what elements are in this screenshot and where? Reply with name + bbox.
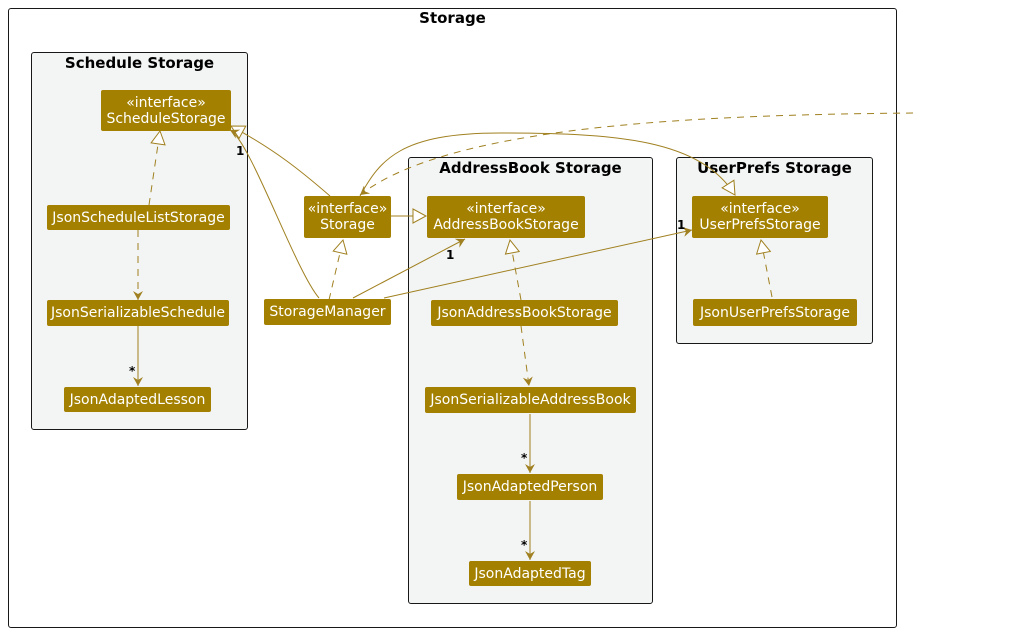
multiplicity-label: * — [521, 538, 528, 552]
class-name: JsonAdaptedPerson — [462, 479, 598, 495]
class-name: ScheduleStorage — [106, 110, 226, 127]
edge-storage-extends-user-prefs-storage — [359, 132, 736, 197]
class-name: JsonSerializableAddressBook — [430, 392, 631, 408]
storage-frame-title: Storage — [419, 9, 486, 27]
class-json-address-book-storage[interactable]: JsonAddressBookStorage — [431, 300, 618, 326]
class-name: UserPrefsStorage — [699, 217, 821, 233]
edge-logic-depends-storage — [359, 112, 914, 196]
user-prefs-storage-package-title: UserPrefs Storage — [697, 159, 852, 177]
class-name: JsonScheduleListStorage — [52, 209, 225, 226]
multiplicity-label: * — [521, 451, 528, 465]
edge-manager-to-schedule-storage — [229, 129, 320, 299]
edge-manager-to-user-prefs-storage — [383, 227, 693, 299]
edge-json-address-book-depends-serializable — [520, 325, 533, 387]
multiplicity-label: * — [129, 364, 136, 378]
class-name: StorageManager — [269, 304, 386, 320]
edge-json-user-prefs-implements-user-prefs-storage — [755, 238, 773, 298]
multiplicity-label: 1 — [446, 248, 455, 262]
class-json-schedule-list-storage[interactable]: JsonScheduleListStorage — [47, 205, 230, 230]
class-name: JsonAddressBookStorage — [437, 305, 612, 321]
multiplicity-label: 1 — [236, 144, 245, 158]
edge-manager-implements-storage — [328, 238, 348, 301]
edge-storage-extends-schedule-storage — [230, 125, 331, 197]
class-schedule-storage[interactable]: «interface» ScheduleStorage — [101, 90, 231, 131]
schedule-storage-package-title: Schedule Storage — [64, 54, 215, 72]
class-storage[interactable]: «interface» Storage — [304, 196, 391, 238]
class-json-adapted-tag[interactable]: JsonAdaptedTag — [469, 561, 591, 586]
edge-json-schedule-list-implements-schedule-storage — [148, 129, 166, 206]
edge-json-address-book-implements-address-book-storage — [504, 238, 522, 301]
address-book-storage-package-title: AddressBook Storage — [439, 159, 622, 177]
class-name: JsonAdaptedTag — [474, 565, 586, 582]
multiplicity-label: 1 — [677, 218, 686, 232]
class-stereotype: «interface» — [720, 201, 800, 217]
class-json-adapted-lesson[interactable]: JsonAdaptedLesson — [64, 387, 211, 412]
class-stereotype: «interface» — [307, 201, 388, 217]
class-name: Storage — [320, 217, 375, 233]
class-json-serializable-schedule[interactable]: JsonSerializableSchedule — [47, 300, 229, 326]
class-name: JsonSerializableSchedule — [50, 305, 225, 321]
class-json-serializable-address-book[interactable]: JsonSerializableAddressBook — [425, 387, 636, 413]
class-address-book-storage[interactable]: «interface» AddressBookStorage — [427, 196, 585, 238]
class-storage-manager[interactable]: StorageManager — [264, 299, 391, 325]
edge-manager-to-address-book-storage — [352, 238, 466, 299]
class-stereotype: «interface» — [126, 94, 206, 111]
class-stereotype: «interface» — [466, 201, 546, 217]
class-name: JsonUserPrefsStorage — [699, 304, 851, 321]
class-name: JsonAdaptedLesson — [69, 391, 206, 408]
class-name: AddressBookStorage — [433, 217, 579, 233]
class-json-user-prefs-storage[interactable]: JsonUserPrefsStorage — [693, 299, 857, 326]
class-user-prefs-storage[interactable]: «interface» UserPrefsStorage — [692, 196, 828, 238]
class-json-adapted-person[interactable]: JsonAdaptedPerson — [457, 474, 603, 500]
